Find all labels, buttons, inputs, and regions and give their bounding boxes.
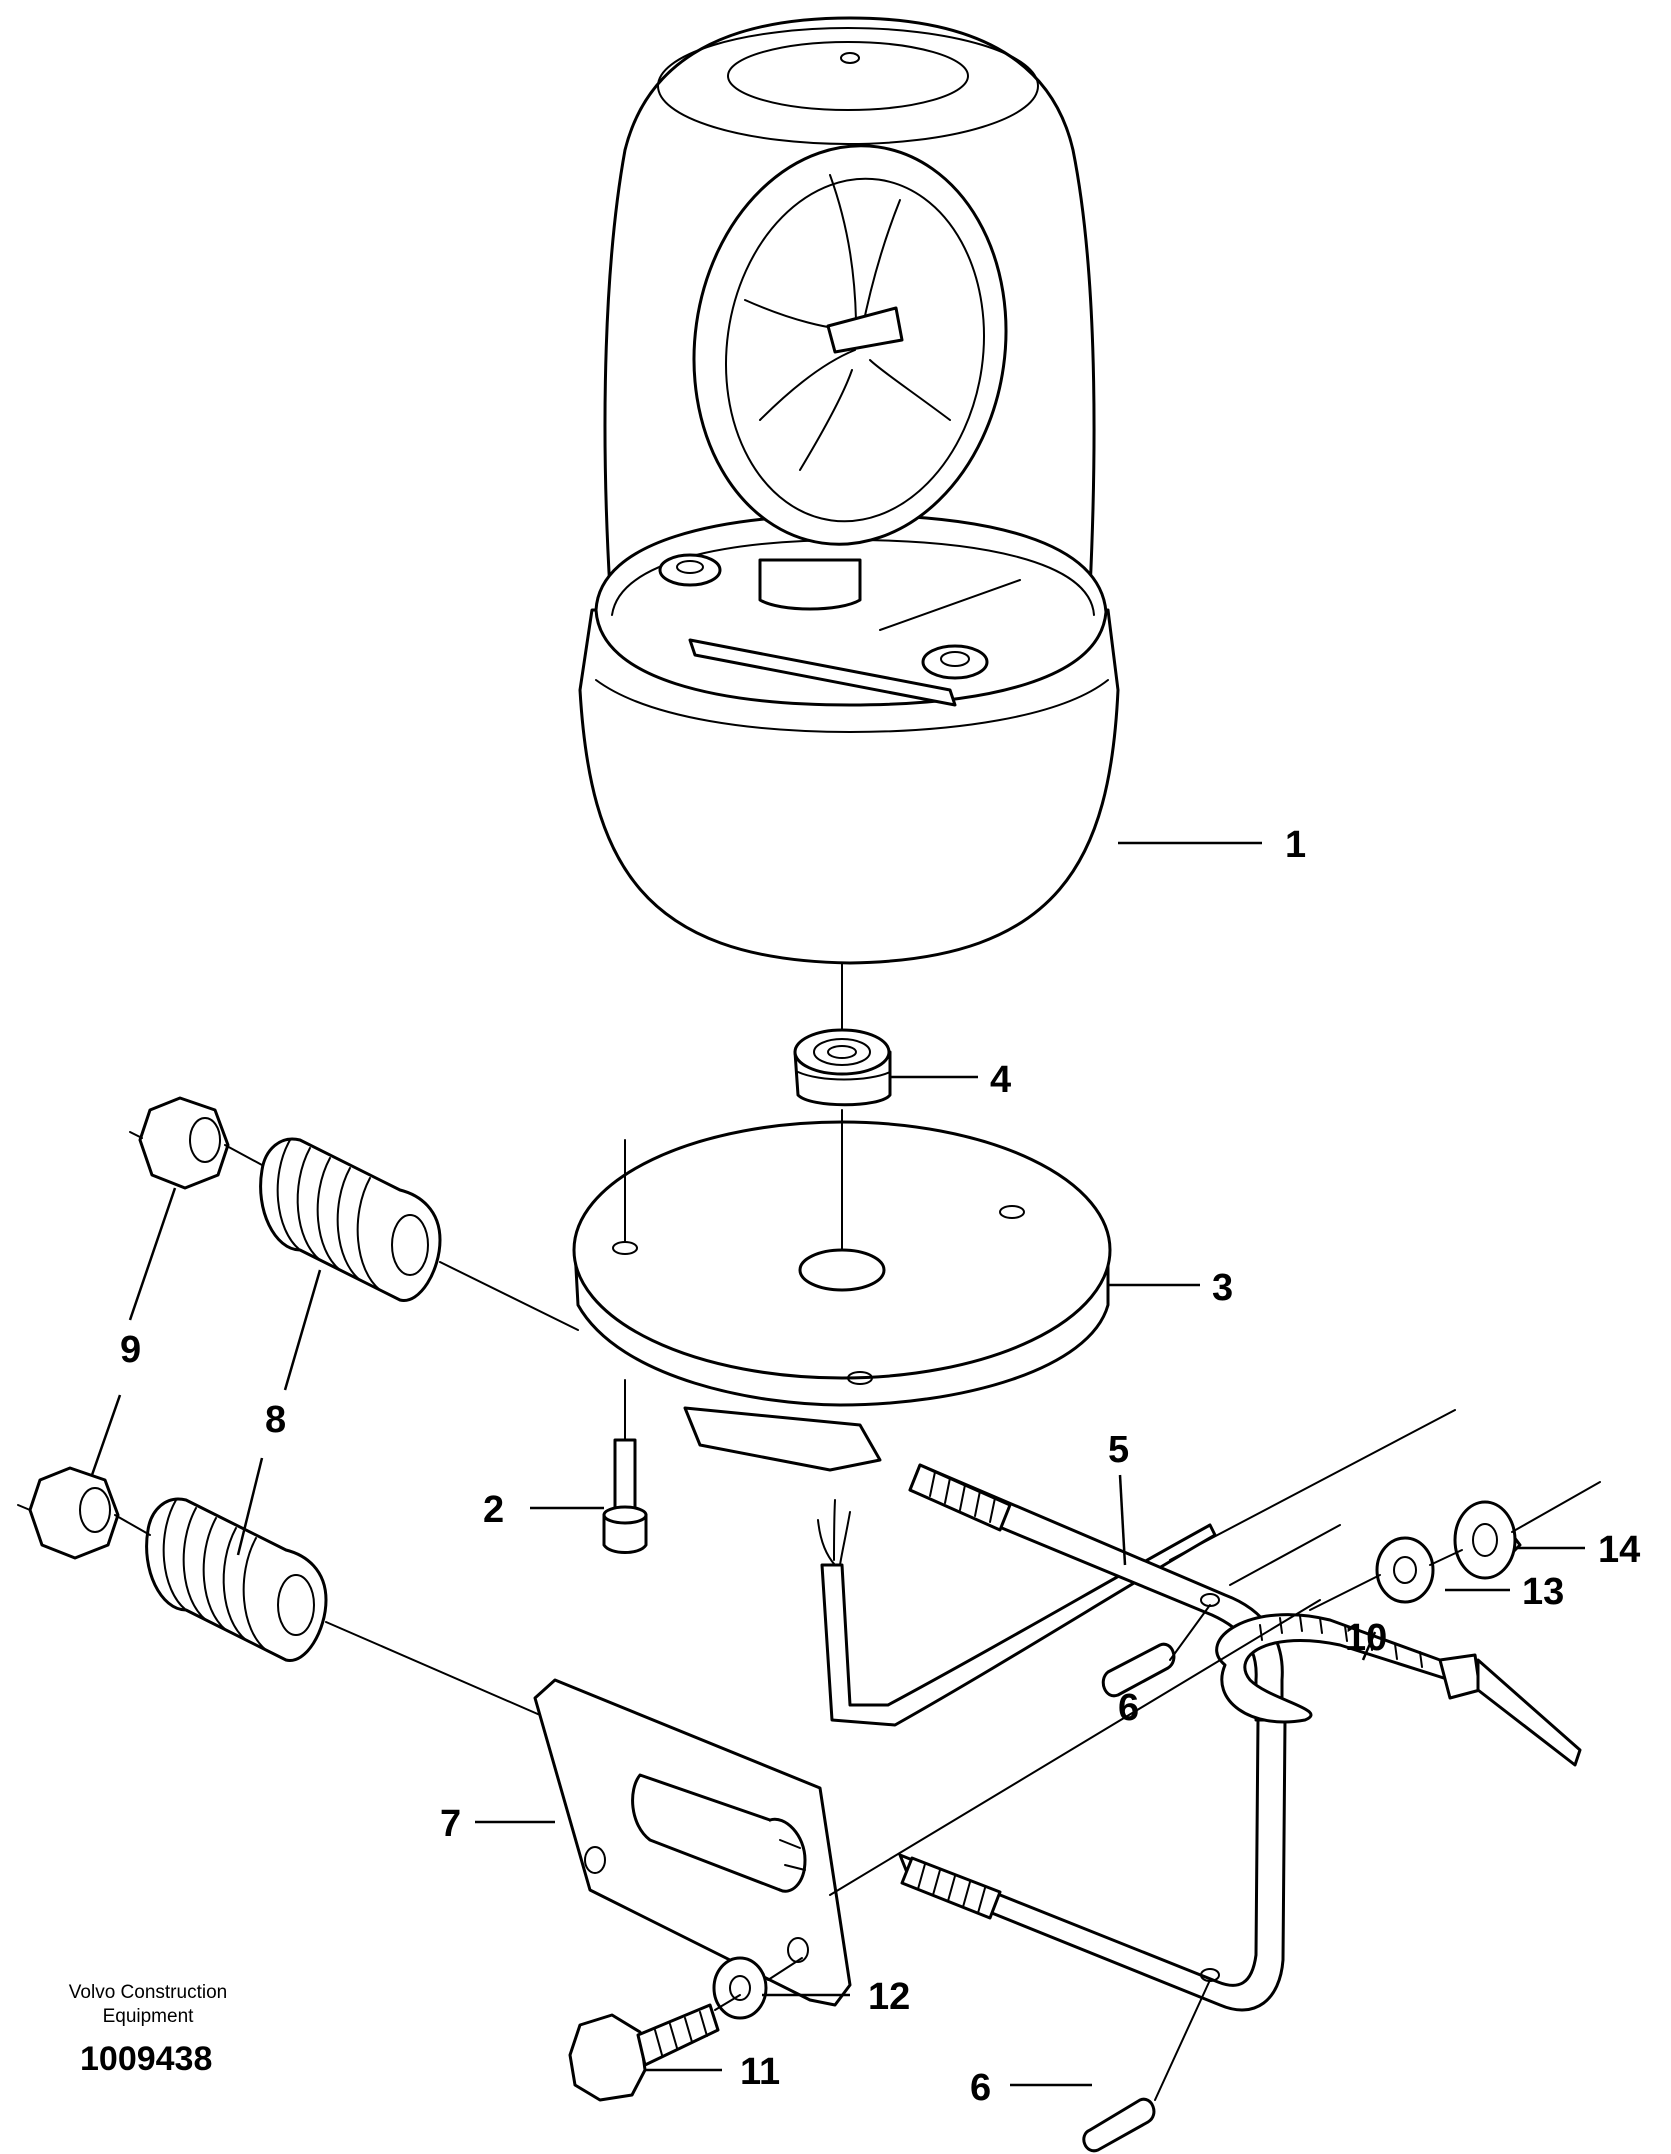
cable	[817, 1499, 1217, 1727]
callout-10: 10	[1345, 1617, 1387, 1659]
drawing-number: 1009438	[80, 2040, 212, 2078]
callout-7: 7	[440, 1803, 461, 1845]
assembly-lines	[17, 962, 1601, 2101]
callout-3: 3	[1212, 1267, 1233, 1309]
callout-6-lower: 6	[970, 2067, 991, 2109]
spacer-14	[1453, 1500, 1522, 1580]
callout-14: 14	[1598, 1529, 1640, 1571]
pin-upper	[1101, 1642, 1176, 1698]
callout-6-upper: 6	[1118, 1687, 1139, 1729]
callout-2: 2	[483, 1489, 504, 1531]
pin-lower	[1082, 2097, 1156, 2153]
spring-upper	[259, 1137, 442, 1302]
spring-lower	[145, 1497, 328, 1662]
bolt	[568, 2003, 720, 2102]
callout-9: 9	[120, 1329, 141, 1371]
callout-8: 8	[265, 1399, 286, 1441]
footer: Volvo Construction Equipment 1009438	[69, 1982, 227, 2078]
callout-4: 4	[990, 1059, 1011, 1101]
credit-line-1: Volvo Construction	[69, 1982, 227, 2003]
callout-11: 11	[740, 2051, 780, 2093]
callout-13: 13	[1522, 1571, 1564, 1613]
washer-12	[712, 1956, 768, 2020]
leader-lines	[90, 841, 1585, 2087]
clamp-plate	[533, 1678, 852, 2007]
cable-tie	[1215, 1613, 1582, 1767]
grommet	[793, 1028, 892, 1107]
callout-numbers: 1 2 3 4 5 6 6 7 8 9 10 11 12 13 14	[120, 824, 1640, 2109]
callout-1: 1	[1285, 824, 1306, 866]
screw	[602, 1379, 648, 1554]
washer-13	[1375, 1536, 1435, 1604]
callout-5: 5	[1108, 1429, 1129, 1471]
credit-line-2: Equipment	[103, 2006, 195, 2027]
nut-lower	[28, 1466, 120, 1560]
nut-upper	[138, 1096, 230, 1190]
beacon-lamp	[578, 16, 1120, 965]
callout-12: 12	[868, 1976, 910, 2018]
